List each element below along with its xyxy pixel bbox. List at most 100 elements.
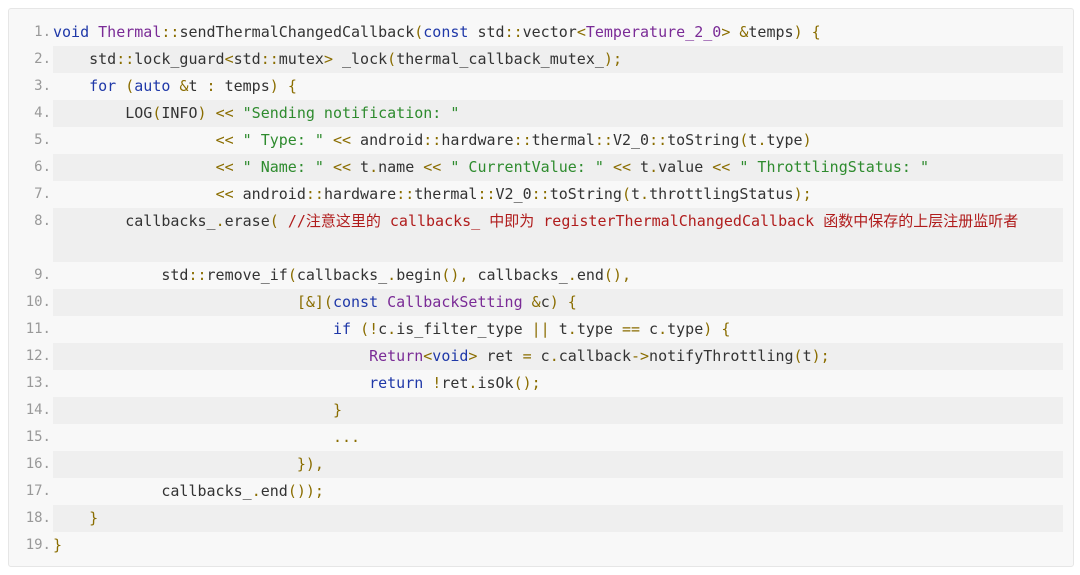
code-token: ) [802,131,812,149]
code-token: t [631,158,650,176]
code-token: Temperature_2_0 [585,23,722,41]
code-line: 19.} [9,532,1075,559]
code-token [53,374,369,392]
code-text: } [53,397,1063,424]
code-line: 2. std::lock_guard<std::mutex> _lock(the… [9,46,1075,73]
code-token: ( [621,185,631,203]
code-token: t [351,158,370,176]
code-token: ) [793,185,803,203]
code-token [53,347,369,365]
code-token: . [468,374,478,392]
code-token [234,131,243,149]
code-line: 3. for (auto &t : temps) { [9,73,1075,100]
code-line: 5. << " Type: " << android::hardware::th… [9,127,1075,154]
code-token [559,293,568,311]
code-token: :: [188,266,207,284]
code-token: ( [793,347,803,365]
code-token: . [757,131,767,149]
code-token [53,131,216,149]
line-number: 13. [25,375,51,391]
code-token: callback [558,347,631,365]
code-token: std [53,50,117,68]
code-token: sendThermalChangedCallback [179,23,415,41]
code-token: CallbackSetting [387,293,523,311]
code-token: << [215,185,234,203]
code-text: std::remove_if(callbacks_.begin(), callb… [53,262,1063,289]
code-token: toString [667,131,740,149]
code-token: } [332,401,342,419]
code-token: -> [630,347,650,365]
code-text: << " Name: " << t.name << " CurrentValue… [53,154,1063,181]
code-line: 4. LOG(INFO) << "Sending notification: " [9,100,1075,127]
code-token [803,23,812,41]
code-line: 14. } [9,397,1075,424]
code-token: callbacks_ [296,266,388,284]
code-token: thermal [531,131,595,149]
line-number: 14. [25,402,51,418]
code-token: toString [549,185,622,203]
code-token: & [179,77,189,95]
code-token: : [206,77,216,95]
code-token: ) [703,320,713,338]
code-text: } [53,532,1063,559]
code-token: { [567,293,577,311]
code-token: :: [649,131,668,149]
line-number: 11. [25,321,51,337]
code-token: << [712,158,731,176]
code-token [53,320,333,338]
code-token [279,77,288,95]
code-line: 1.void Thermal::sendThermalChangedCallba… [9,19,1075,46]
code-token [53,158,216,176]
code-line: 18. } [9,505,1075,532]
code-token: :: [396,185,415,203]
code-token: end [260,482,288,500]
code-token [324,131,333,149]
code-token: temps [215,77,270,95]
line-number: 6. [34,159,51,175]
code-token: > [468,347,478,365]
code-line: 11. if (!c.is_filter_type || t.type == c… [9,316,1075,343]
code-token [53,77,89,95]
code-token: << [332,158,352,176]
code-token: ! [432,374,442,392]
code-token: callbacks_ [53,482,252,500]
code-token: const [423,23,469,41]
code-token [234,158,243,176]
code-token [378,293,387,311]
code-token: return [369,374,424,392]
code-token: :: [116,50,135,68]
code-token: " CurrentValue: " [450,158,604,176]
code-token: . [215,212,225,230]
code-token: android [351,131,424,149]
code-token: :: [504,23,523,41]
code-text: if (!c.is_filter_type || t.type == c.typ… [53,316,1063,343]
code-token: . [387,320,397,338]
code-token: temps [748,23,794,41]
code-token: ret [441,374,469,392]
code-token: begin [396,266,442,284]
code-text: std::lock_guard<std::mutex> _lock(therma… [53,46,1063,73]
code-token: type [667,320,704,338]
code-token: type [766,131,803,149]
code-token [53,401,333,419]
code-token [89,23,98,41]
code-token: ) [811,347,821,365]
code-token: , [314,455,324,473]
code-token: ( [269,212,279,230]
code-token [53,509,89,527]
code-token: ( [152,104,162,122]
code-token: const [332,293,379,311]
code-text: << android::hardware::thermal::V2_0::toS… [53,181,1063,208]
code-token: erase [224,212,270,230]
code-token [351,320,360,338]
code-token: << [423,158,442,176]
line-number: 8. [34,213,51,229]
code-token: || [531,320,550,338]
code-line: 13. return !ret.isOk(); [9,370,1075,397]
code-token: ; [314,482,324,500]
code-token: ... [332,428,361,446]
code-token: . [251,482,261,500]
code-token: . [649,158,659,176]
code-text: for (auto &t : temps) { [53,73,1063,100]
code-token: , [621,266,631,284]
